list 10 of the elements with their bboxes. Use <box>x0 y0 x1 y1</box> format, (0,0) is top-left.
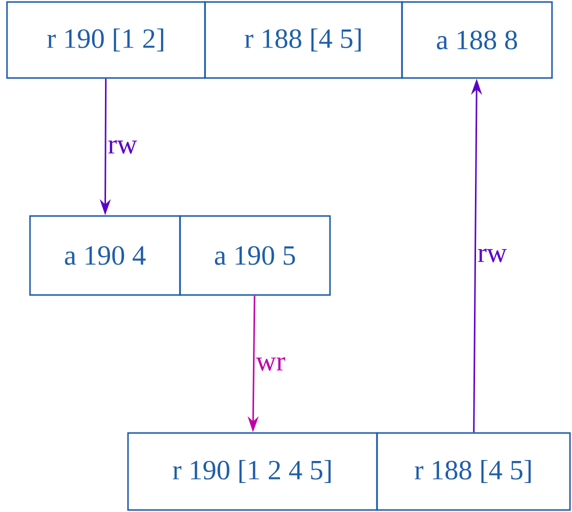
record-cell: r 188 [4 5] <box>204 1 403 79</box>
record-cell: r 190 [1 2 4 5] <box>127 432 378 511</box>
record-cell: r 190 [1 2] <box>6 1 206 79</box>
record-cell: a 188 8 <box>401 1 553 79</box>
record-cell: a 190 5 <box>179 215 331 296</box>
record-cell: r 188 [4 5] <box>376 432 571 511</box>
record-cell: a 190 4 <box>29 215 181 296</box>
edge-label: rw <box>478 248 507 262</box>
edge-label: rw <box>108 140 138 154</box>
edge-label: wr <box>256 357 286 371</box>
